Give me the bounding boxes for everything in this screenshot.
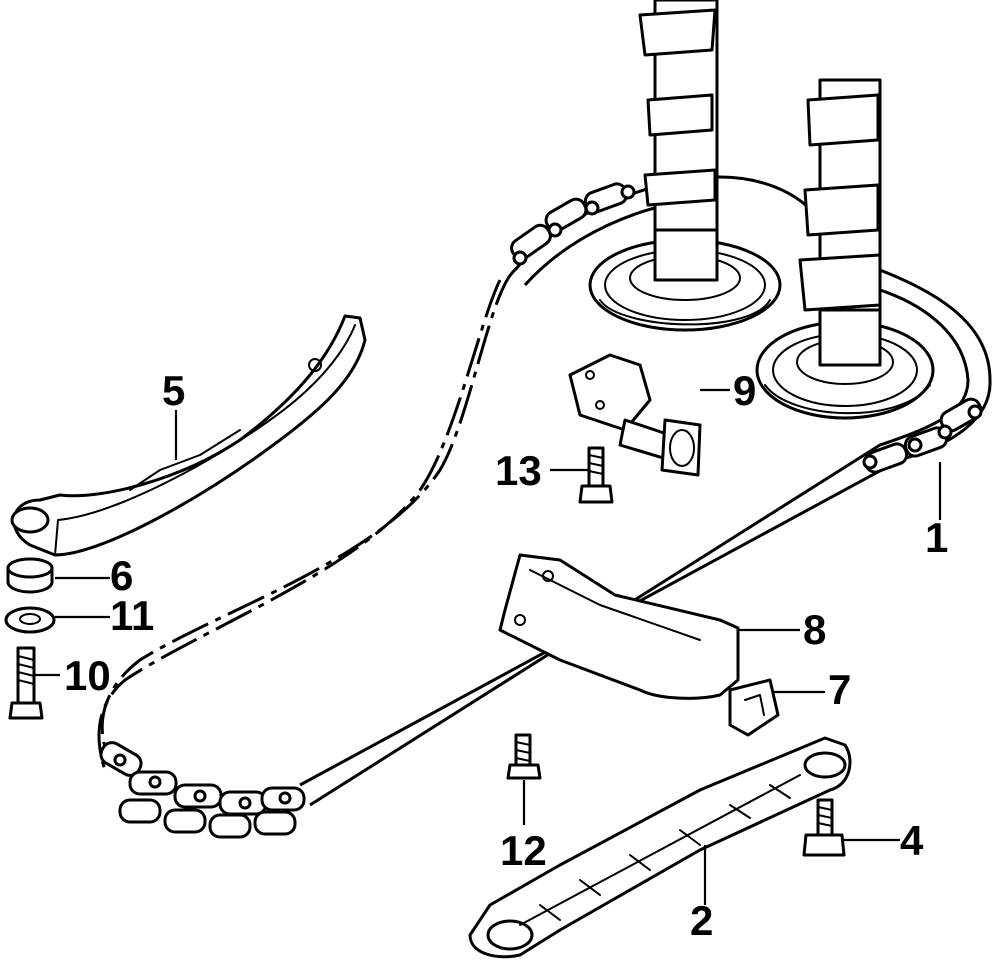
- timing-chain: [97, 175, 992, 839]
- camshaft-sprocket-left: [588, 228, 782, 332]
- callout-11: 11: [110, 592, 154, 639]
- leader-lines: [34, 388, 942, 905]
- chain-guide-center: [498, 553, 740, 700]
- callout-2: 2: [690, 897, 713, 944]
- camshaft-sprocket-right: [755, 308, 935, 420]
- callout-5: 5: [162, 367, 185, 414]
- callout-8: 8: [803, 606, 826, 653]
- chain-links-top: [510, 182, 636, 266]
- chain-links-right: [862, 397, 983, 474]
- washer: [4, 606, 56, 634]
- callout-10: 10: [64, 652, 111, 699]
- callout-6: 6: [110, 552, 133, 599]
- bolt-10: [8, 646, 44, 720]
- chain-tensioner: [568, 353, 702, 477]
- callout-7: 7: [828, 666, 851, 713]
- callout-1: 1: [925, 514, 948, 561]
- bolt-4: [802, 798, 846, 857]
- chain-guide-tensioner-arm: [10, 314, 367, 557]
- callout-4: 4: [900, 817, 924, 864]
- spacer-bushing: [6, 557, 54, 594]
- bolt-13: [578, 446, 614, 504]
- callout-12: 12: [500, 827, 547, 874]
- callout-13: 13: [495, 447, 542, 494]
- guide-clip: [728, 678, 780, 737]
- bolt-12: [506, 733, 542, 780]
- chain-links-bottom: [99, 741, 306, 839]
- callout-9: 9: [733, 367, 756, 414]
- chain-guide-lower: [468, 736, 852, 959]
